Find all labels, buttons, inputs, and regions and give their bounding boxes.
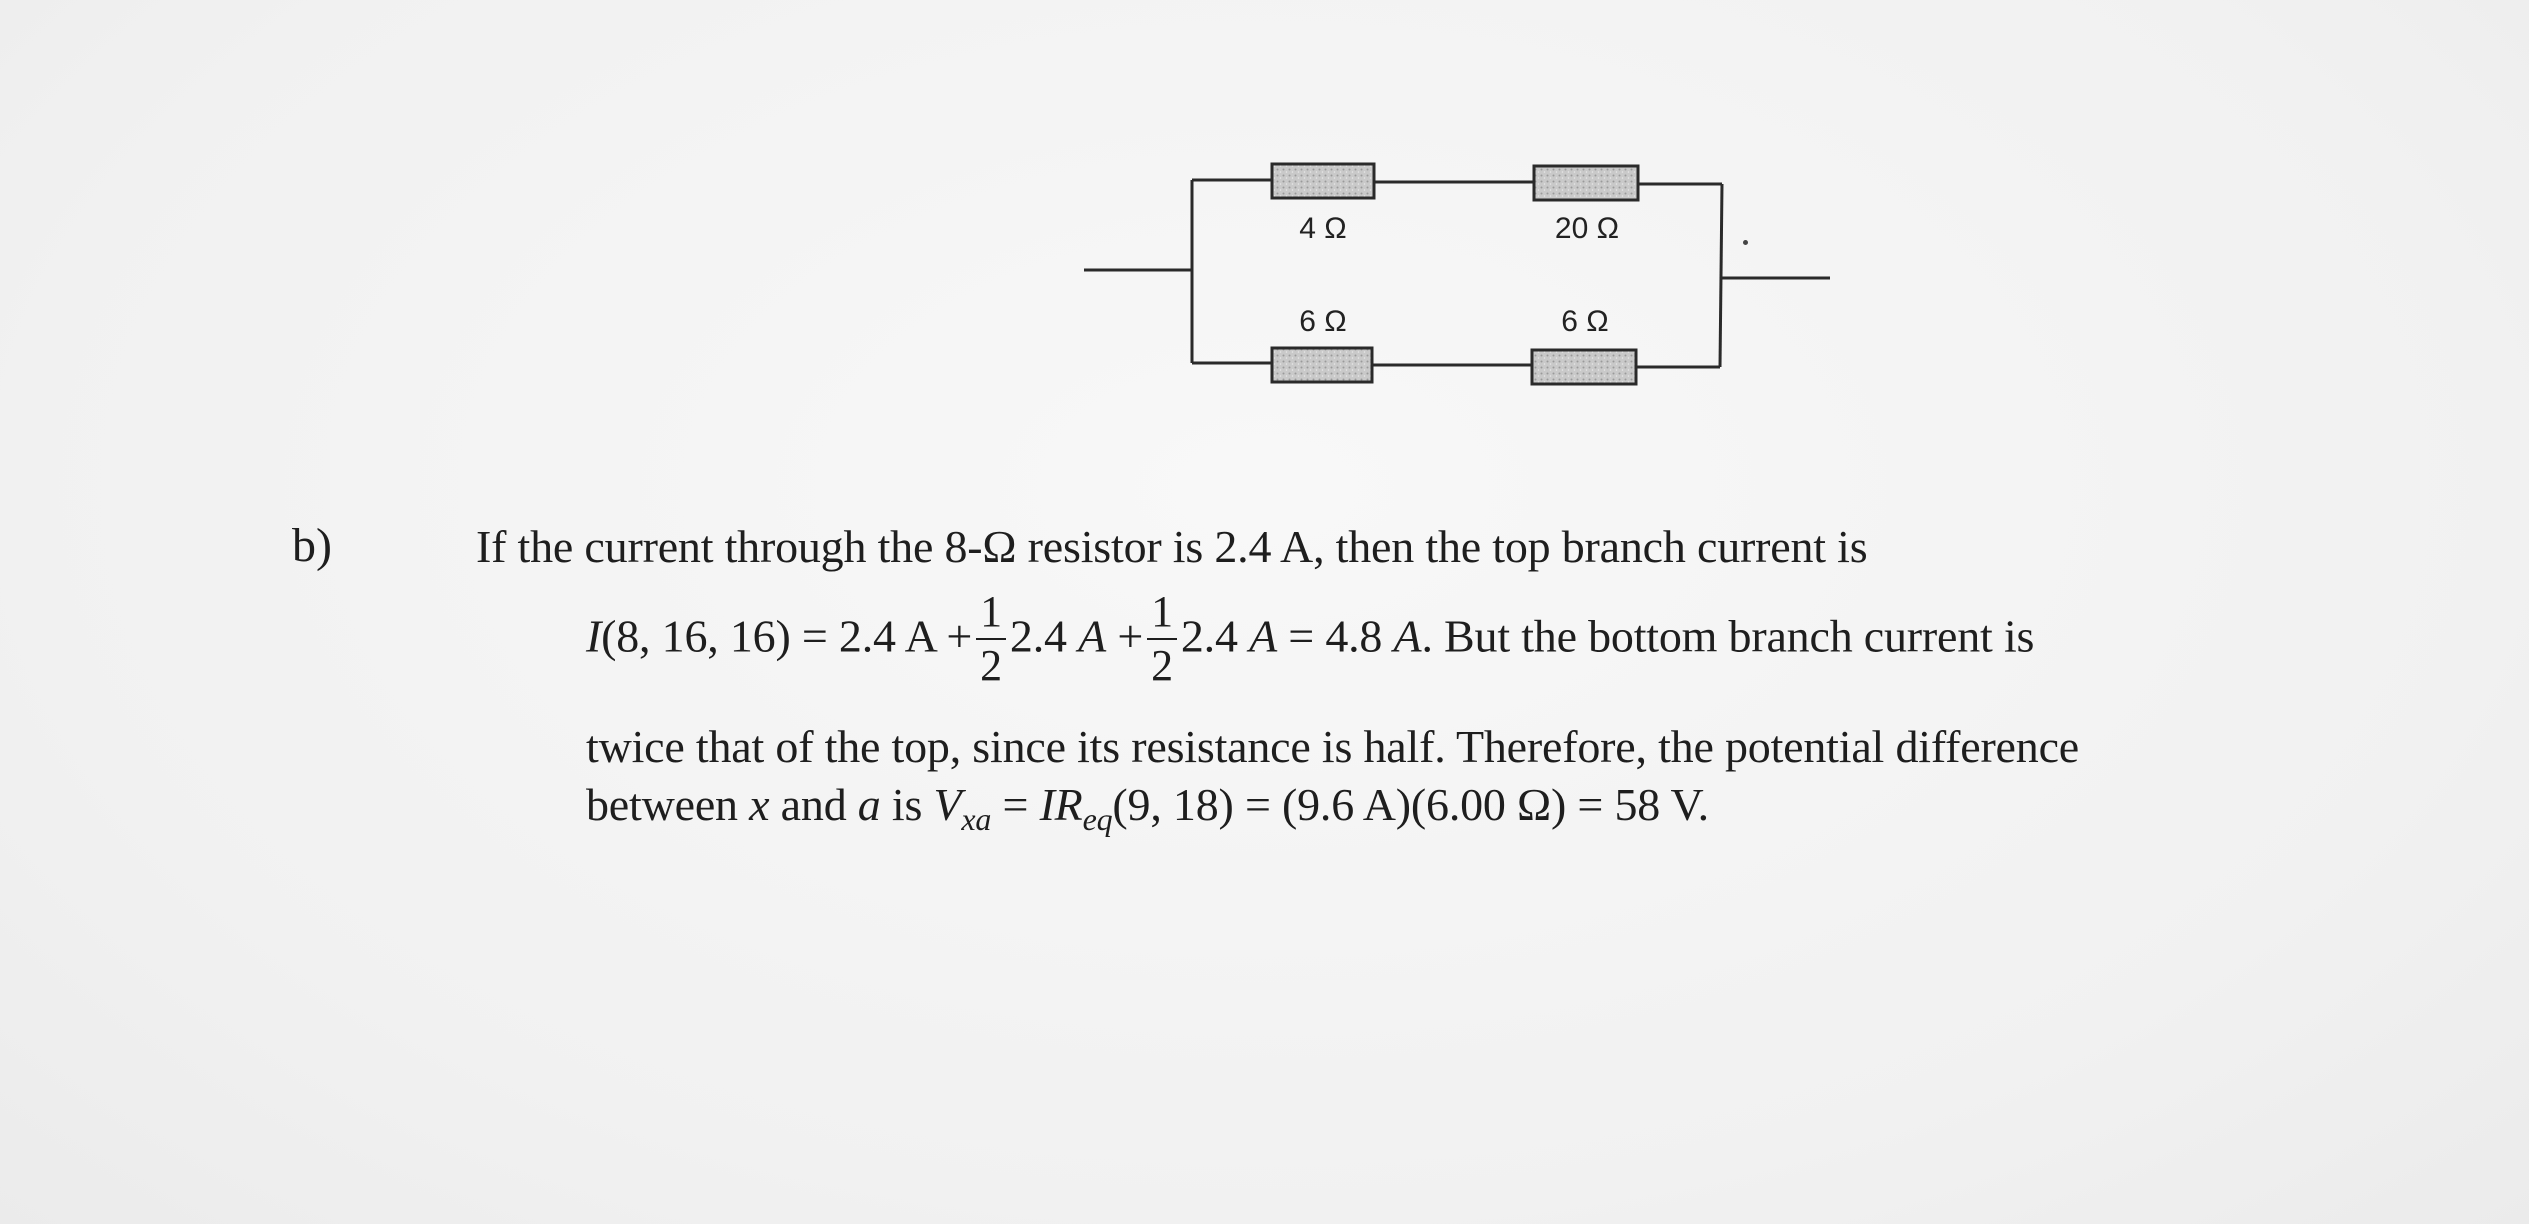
solution-line-4: between x and a is Vxa = IReq(9, 18) = (… (586, 778, 1709, 838)
equation-segment: (8, 16, 16) = 2.4 A + (601, 610, 973, 662)
resistor-label-bottom-left: 6 Ω (1299, 305, 1347, 338)
circuit-svg (1084, 162, 1830, 386)
solution-line-3: twice that of the top, since its resista… (586, 721, 2080, 772)
part-label: b) (292, 519, 332, 572)
equation-segment: = 4.8 (1276, 610, 1394, 662)
text-segment: (9, 18) = (9.6 A)(6.00 Ω) = 58 V. (1112, 779, 1709, 830)
resistor-bottom-right (1530, 348, 1638, 386)
text-segment: = (991, 779, 1040, 830)
equation-segment: . But the bottom branch current is (1421, 610, 2035, 662)
var-a: a (857, 779, 881, 830)
equation-segment: 2.4 (1180, 610, 1250, 662)
fraction-numerator: 1 (1147, 590, 1177, 640)
resistor-top-left (1270, 162, 1376, 200)
resistor-label-top-right: 20 Ω (1554, 212, 1620, 245)
resistor-bottom-left (1270, 346, 1374, 384)
fraction-denominator: 2 (980, 641, 1002, 690)
right-junction-wire (1718, 183, 1724, 368)
stray-mark (1743, 240, 1748, 245)
circuit-diagram: 4 Ω 20 Ω 6 Ω 6 Ω (1060, 150, 1860, 400)
var-x: x (749, 779, 770, 830)
solution-line-1: If the current through the 8-Ω resistor … (476, 521, 1868, 572)
var-I: I (586, 610, 602, 662)
fraction-numerator: 1 (976, 590, 1006, 640)
subscript-xa: xa (961, 801, 992, 837)
equation-segment: + (1106, 610, 1144, 662)
var-IR: IR (1039, 779, 1083, 830)
resistor-label-top-left: 4 Ω (1299, 212, 1347, 245)
unit-A: A (1393, 610, 1422, 662)
unit-A: A (1078, 610, 1107, 662)
equation-segment: 2.4 (1009, 610, 1079, 662)
text-segment: and (769, 779, 858, 830)
text-segment: between (586, 779, 750, 830)
resistor-label-bottom-right: 6 Ω (1561, 305, 1609, 338)
fraction-denominator: 2 (1151, 641, 1173, 690)
resistor-top-right (1532, 164, 1640, 202)
var-V: V (933, 779, 962, 830)
subscript-eq: eq (1082, 801, 1113, 837)
unit-A: A (1249, 610, 1277, 662)
text-segment: is (880, 779, 934, 830)
